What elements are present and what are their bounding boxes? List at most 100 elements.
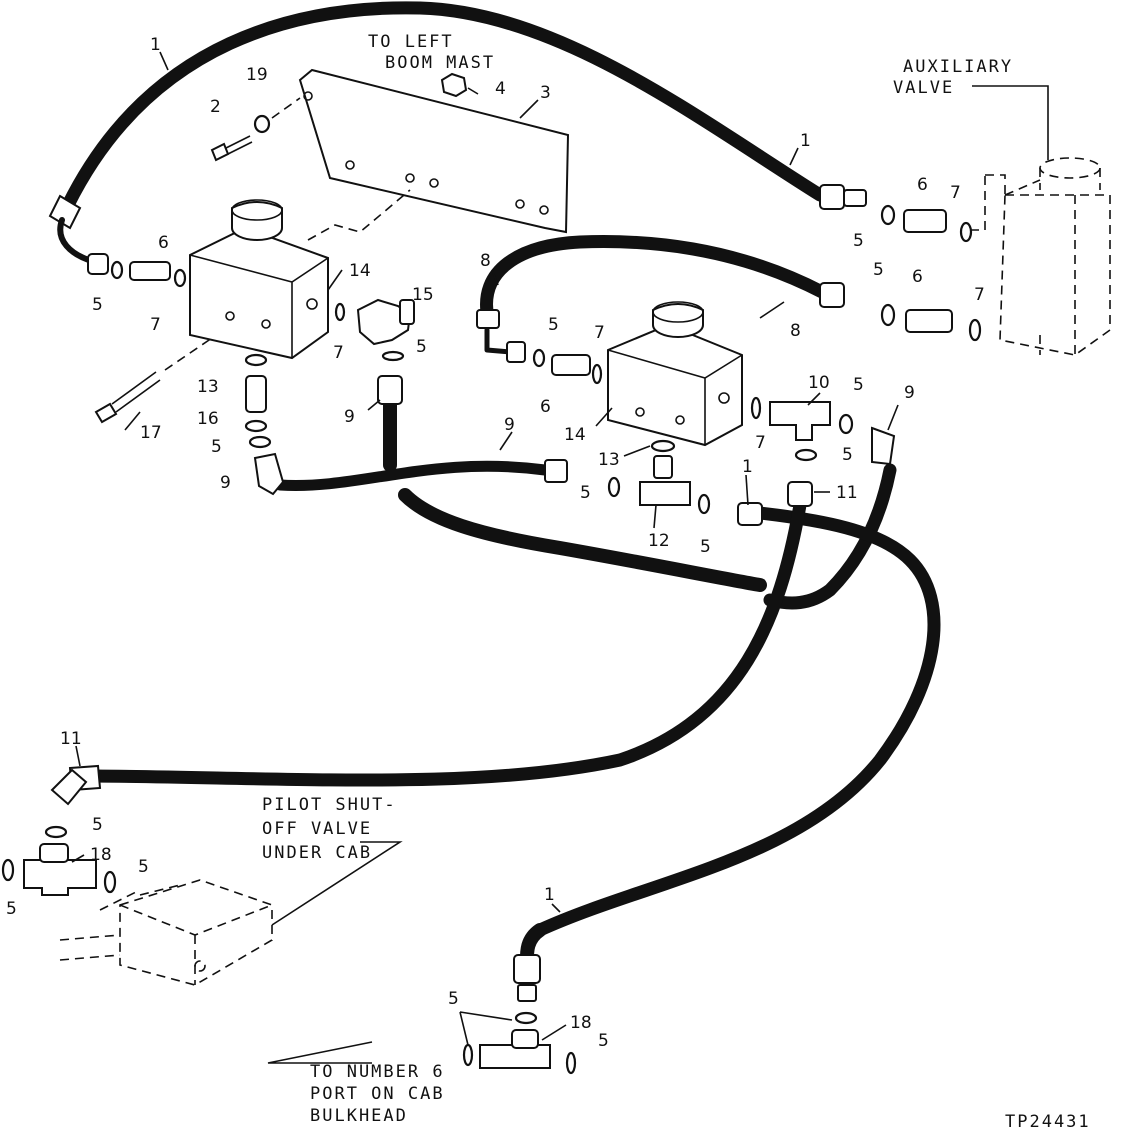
hose-8-end-left (476, 309, 500, 329)
callout-5: 5 (580, 483, 591, 503)
hose-1-middle-end (737, 502, 763, 526)
fitting-nut (87, 253, 109, 275)
o-ring-5 (103, 870, 117, 894)
o-ring-13 (244, 353, 268, 367)
hose-1-bottom-nut (517, 984, 537, 1002)
callout-6: 6 (912, 267, 923, 287)
guide-line (271, 97, 301, 119)
o-ring-5 (794, 448, 818, 462)
hose-9-middle-end (544, 459, 568, 483)
tee-10 (769, 401, 831, 441)
leader (623, 445, 651, 457)
leader (745, 474, 749, 506)
nut-4 (440, 72, 468, 98)
o-ring-7 (959, 221, 973, 243)
o-ring-7 (591, 363, 603, 385)
callout-9: 9 (220, 473, 231, 493)
callout-5: 5 (548, 315, 559, 335)
callout-5: 5 (448, 989, 459, 1009)
callout-5: 5 (853, 231, 864, 251)
leader (519, 99, 539, 119)
bracket-hole (345, 160, 355, 170)
tee-18-left-top (39, 843, 69, 863)
callout-13: 13 (197, 377, 219, 397)
callout-5: 5 (92, 295, 103, 315)
hose-1-bottom-end (513, 954, 541, 984)
callout-7: 7 (594, 323, 605, 343)
bolt-2 (210, 142, 230, 162)
callout-5: 5 (853, 375, 864, 395)
callout-5: 5 (873, 260, 884, 280)
auxiliary-valve (970, 85, 1111, 356)
callout-16: 16 (197, 409, 219, 429)
callout-1: 1 (800, 131, 811, 151)
hose-1-top (61, 1, 827, 212)
callout-9: 9 (344, 407, 355, 427)
adapter-6 (905, 309, 953, 333)
o-ring-5 (838, 413, 854, 435)
leader (595, 407, 613, 427)
callout-5: 5 (700, 537, 711, 557)
leader (759, 301, 785, 319)
hose-8 (480, 235, 829, 325)
callout-15: 15 (412, 285, 434, 305)
callout-6: 6 (917, 175, 928, 195)
o-ring-5 (110, 260, 124, 280)
o-ring-5 (381, 350, 405, 362)
bracket-3 (298, 68, 570, 234)
elbow-15 (356, 298, 412, 346)
hose-9-right (763, 463, 897, 610)
note-pilot-valve-2: OFF VALVE (262, 819, 372, 839)
o-ring-5 (44, 825, 68, 839)
callout-12: 12 (648, 531, 670, 551)
adapter-16 (245, 375, 267, 413)
o-ring-7 (334, 302, 346, 322)
tee-18-left (23, 859, 97, 896)
leader (159, 51, 169, 71)
leader (551, 903, 561, 913)
o-ring-5 (697, 493, 711, 515)
leader (491, 269, 499, 286)
callout-9: 9 (504, 415, 515, 435)
leader (367, 399, 381, 411)
hose-11 (88, 498, 807, 787)
callout-11: 11 (60, 729, 82, 749)
callout-3: 3 (540, 83, 551, 103)
bracket-hole (539, 205, 549, 215)
callout-1: 1 (742, 457, 753, 477)
leader (75, 745, 81, 767)
leader (267, 1041, 373, 1064)
note-pilot-valve-3: UNDER CAB (262, 843, 372, 863)
adapter-6 (551, 354, 591, 376)
o-ring-5 (532, 348, 546, 368)
o-ring-5 (880, 204, 896, 226)
hose-9-middle-elbow (253, 452, 285, 496)
bracket-hole (515, 199, 525, 209)
callout-7: 7 (950, 183, 961, 203)
leader (124, 411, 141, 431)
callout-11: 11 (836, 483, 858, 503)
hose-9-middle (274, 460, 551, 491)
callout-18: 18 (90, 845, 112, 865)
o-ring-13 (650, 439, 676, 453)
callout-7: 7 (755, 433, 766, 453)
callout-6: 6 (158, 233, 169, 253)
callout-19: 19 (246, 65, 268, 85)
o-ring-9-end (248, 435, 272, 449)
o-ring-5 (514, 1011, 538, 1025)
callout-14: 14 (564, 425, 586, 445)
leader (71, 854, 85, 863)
leader (459, 1011, 513, 1046)
guide-line (307, 189, 411, 241)
callout-1: 1 (544, 885, 555, 905)
adapter-6 (129, 261, 171, 281)
hose-9-vertical-end (377, 375, 403, 405)
callout-13: 13 (598, 450, 620, 470)
hose-11-elbow (50, 768, 88, 806)
callout-5: 5 (138, 857, 149, 877)
o-ring-7 (750, 396, 762, 420)
adapter-6 (903, 209, 947, 233)
callout-5: 5 (598, 1031, 609, 1051)
hose-1-top-end-left (48, 194, 82, 230)
pilot-shutoff-valve (59, 841, 403, 986)
